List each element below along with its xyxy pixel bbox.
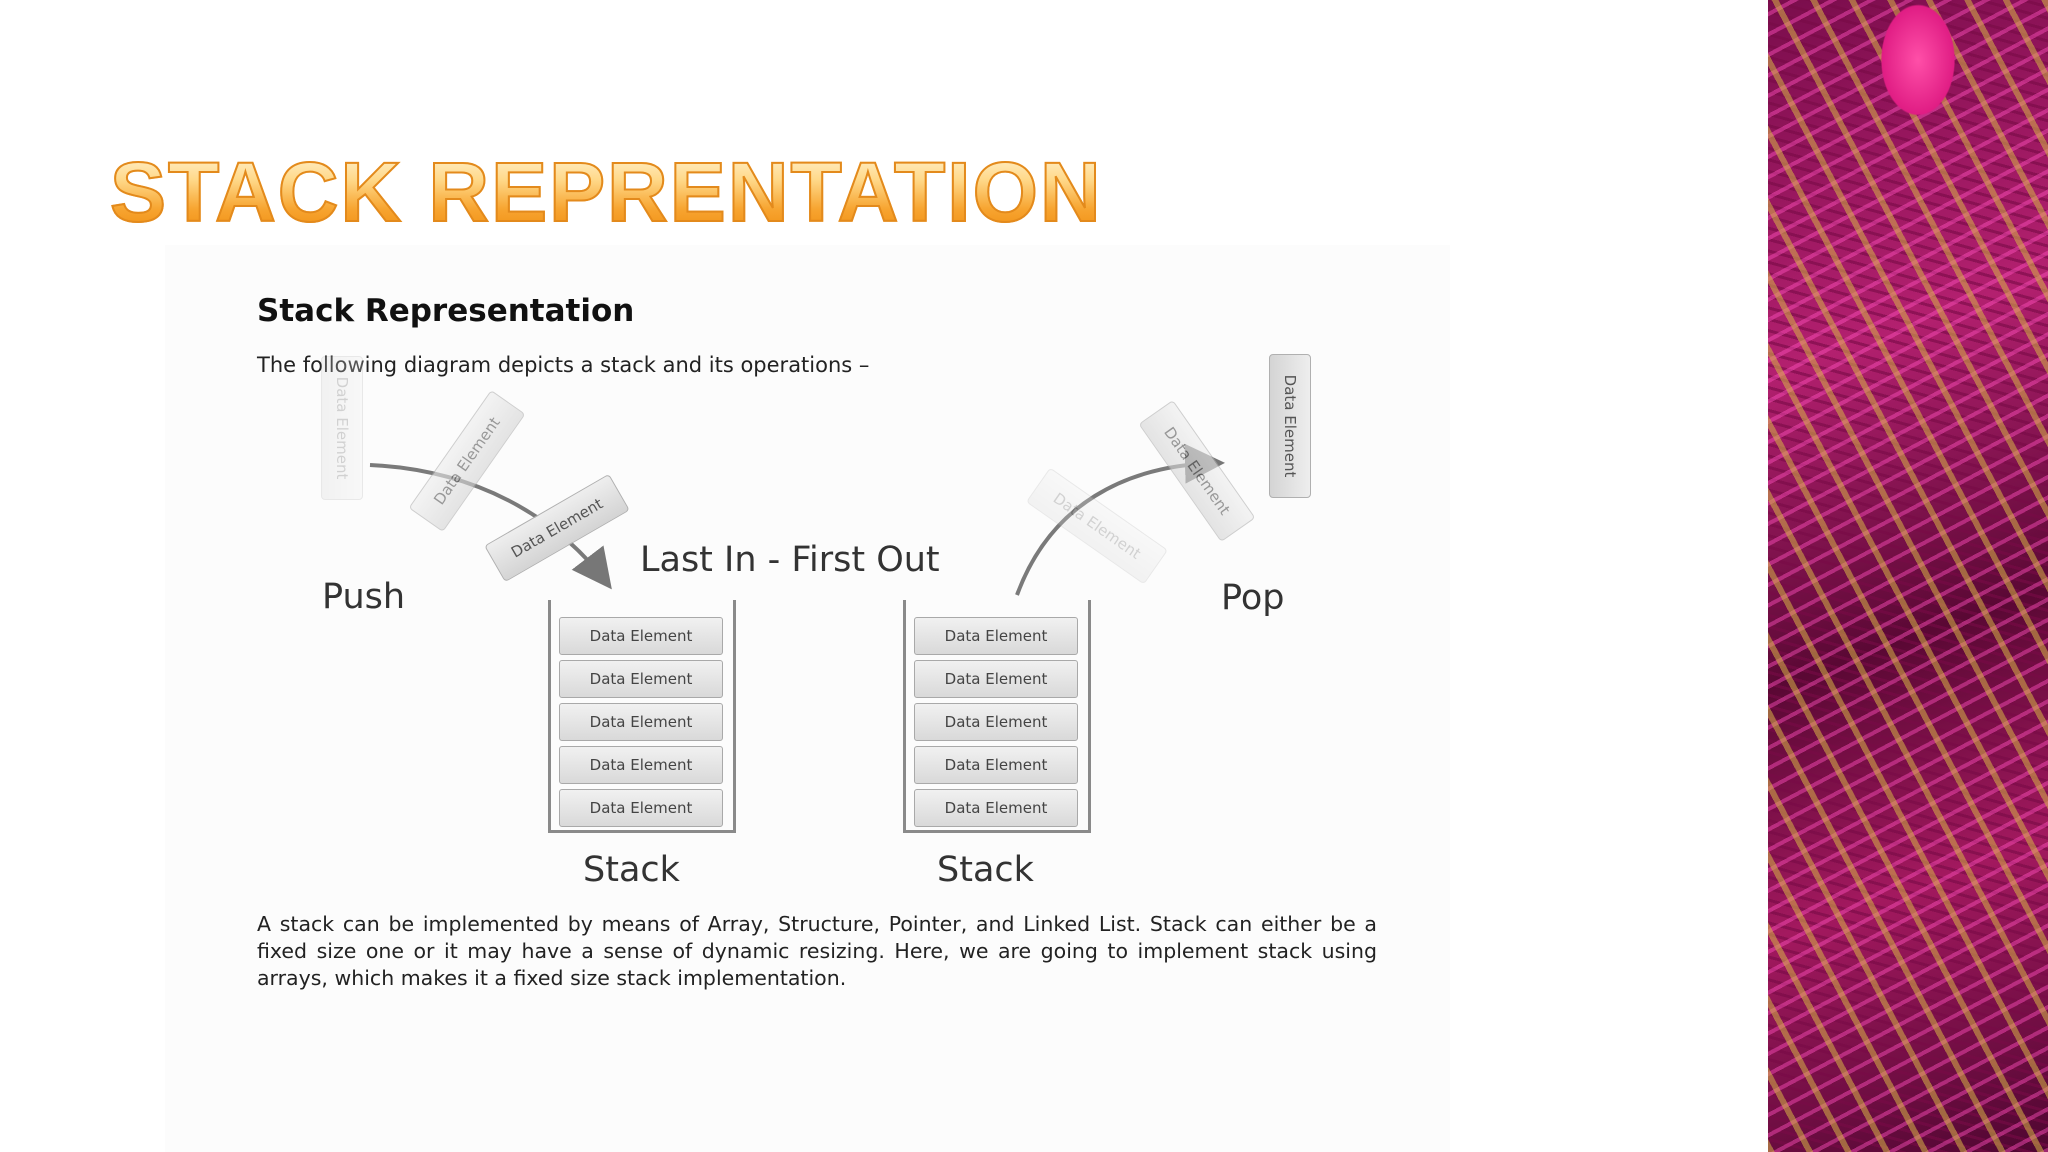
- right-stack-caption: Stack: [937, 850, 1034, 890]
- left-stack-caption: Stack: [583, 850, 680, 890]
- lifo-label: Last In - First Out: [640, 540, 940, 580]
- slide-title: STACK REPRENTATION: [109, 145, 1103, 239]
- right-stack-element: Data Element: [914, 617, 1078, 655]
- section-heading: Stack Representation: [257, 293, 635, 329]
- intro-text: The following diagram depicts a stack an…: [257, 353, 870, 377]
- right-stack-element: Data Element: [914, 703, 1078, 741]
- screenshot-panel: Stack Representation The following diagr…: [165, 245, 1450, 1152]
- left-stack-element: Data Element: [559, 789, 723, 827]
- push-arrow: [369, 463, 612, 590]
- right-stack-element: Data Element: [914, 660, 1078, 698]
- push-label: Push: [322, 577, 406, 617]
- pop-label: Pop: [1221, 578, 1285, 618]
- body-paragraph: A stack can be implemented by means of A…: [257, 912, 1377, 990]
- right-stack-element: Data Element: [914, 789, 1078, 827]
- push-element-faint: Data Element: [321, 356, 363, 500]
- right-stack: Data Element Data Element Data Element D…: [903, 600, 1091, 833]
- left-stack-element: Data Element: [559, 703, 723, 741]
- left-stack-element: Data Element: [559, 617, 723, 655]
- pop-element-front: Data Element: [1269, 354, 1311, 498]
- left-stack-element: Data Element: [559, 660, 723, 698]
- decorative-ribbon-image: [1768, 0, 2048, 1152]
- right-stack-element: Data Element: [914, 746, 1078, 784]
- left-stack-element: Data Element: [559, 746, 723, 784]
- left-stack: Data Element Data Element Data Element D…: [548, 600, 736, 833]
